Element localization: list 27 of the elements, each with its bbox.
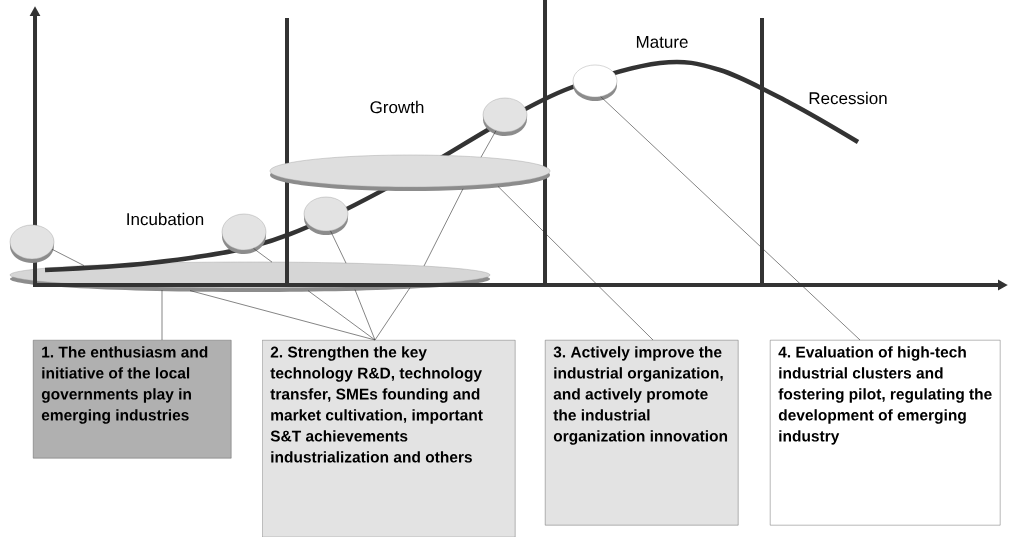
text-box: 3. Actively improve the industrial organization, and actively promote the industrial organization innovation — [545, 340, 739, 526]
phase-label: Mature — [634, 35, 690, 49]
phase-label: Growth — [368, 99, 426, 115]
leader-line — [330, 230, 347, 264]
phase-label: Incubation — [124, 211, 206, 227]
leader-line — [480, 130, 497, 158]
disc-marker — [303, 196, 349, 235]
text-box: 1. The enthusiasm and initiative of the local governments play in emerging industries — [33, 340, 232, 459]
leader-line — [354, 289, 376, 341]
disc-marker — [269, 154, 551, 191]
leader-line — [374, 287, 411, 341]
disc-marker — [482, 97, 528, 136]
leader-line — [253, 248, 273, 263]
leader-line — [51, 249, 85, 266]
disc-marker — [572, 64, 618, 101]
leader-line — [189, 290, 376, 341]
leader-line — [307, 290, 376, 341]
leader-line — [600, 96, 861, 341]
disc-marker — [9, 261, 491, 292]
disc-marker — [9, 224, 55, 263]
leader-line — [423, 188, 464, 267]
phase-label: Recession — [807, 90, 889, 106]
leader-line — [497, 186, 654, 341]
leader-line — [161, 289, 163, 341]
text-box: 2. Strengthen the key technology R&D, technology transfer, SMEs founding and market cultivation, important S&T achievements industrialization and others — [262, 340, 516, 537]
text-box: 4. Evaluation of high-tech industrial clusters and fostering pilot, regulating the development of emerging industry — [770, 340, 1001, 526]
disc-marker — [221, 213, 267, 254]
